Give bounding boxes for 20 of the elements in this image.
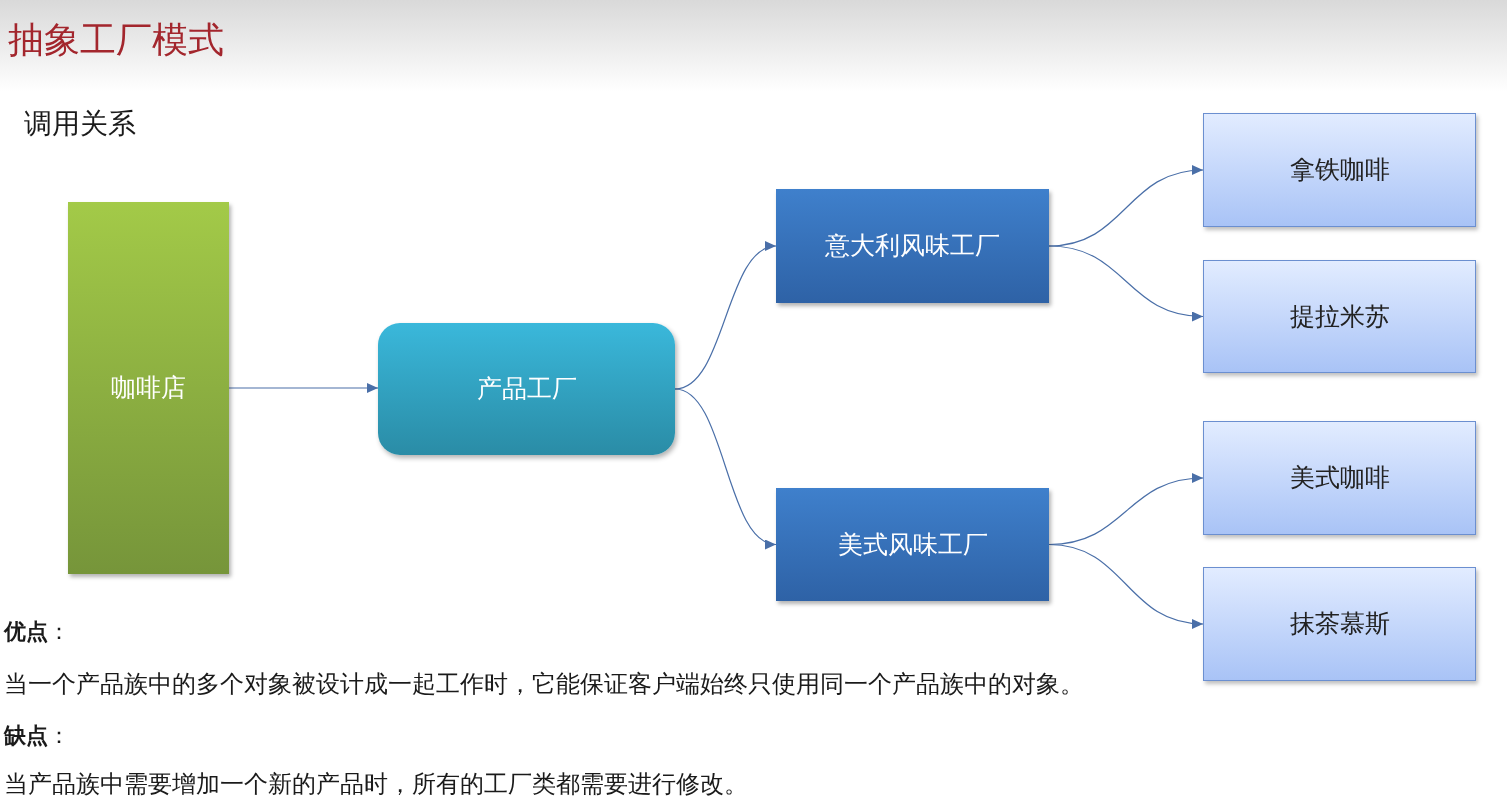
factory-box: 意大利风味工厂 — [776, 189, 1049, 303]
product-box: 拿铁咖啡 — [1203, 113, 1476, 227]
advantages-text: 当一个产品族中的多个对象被设计成一起工作时，它能保证客户端始终只使用同一个产品族中的对象。 — [4, 669, 1084, 699]
arrow — [1048, 245, 1204, 321]
arrow — [674, 243, 777, 390]
arrow — [674, 388, 777, 547]
slide-title: 抽象工厂模式 — [8, 18, 224, 62]
product-box: 抹茶慕斯 — [1203, 567, 1476, 681]
disadvantages-text: 当产品族中需要增加一个新的产品时，所有的工厂类都需要进行修改。 — [4, 769, 748, 799]
product-box: 美式咖啡 — [1203, 421, 1476, 535]
arrow — [1048, 543, 1204, 628]
advantages-heading: 优点： — [4, 618, 70, 646]
section-heading: 调用关系 — [24, 108, 136, 140]
factory-box: 产品工厂 — [378, 323, 675, 455]
disadvantages-heading: 缺点： — [4, 722, 70, 750]
arrow — [228, 383, 379, 393]
product-box: 提拉米苏 — [1203, 260, 1476, 373]
arrow — [1048, 165, 1204, 247]
client-box: 咖啡店 — [68, 202, 229, 574]
factory-box: 美式风味工厂 — [776, 488, 1049, 601]
